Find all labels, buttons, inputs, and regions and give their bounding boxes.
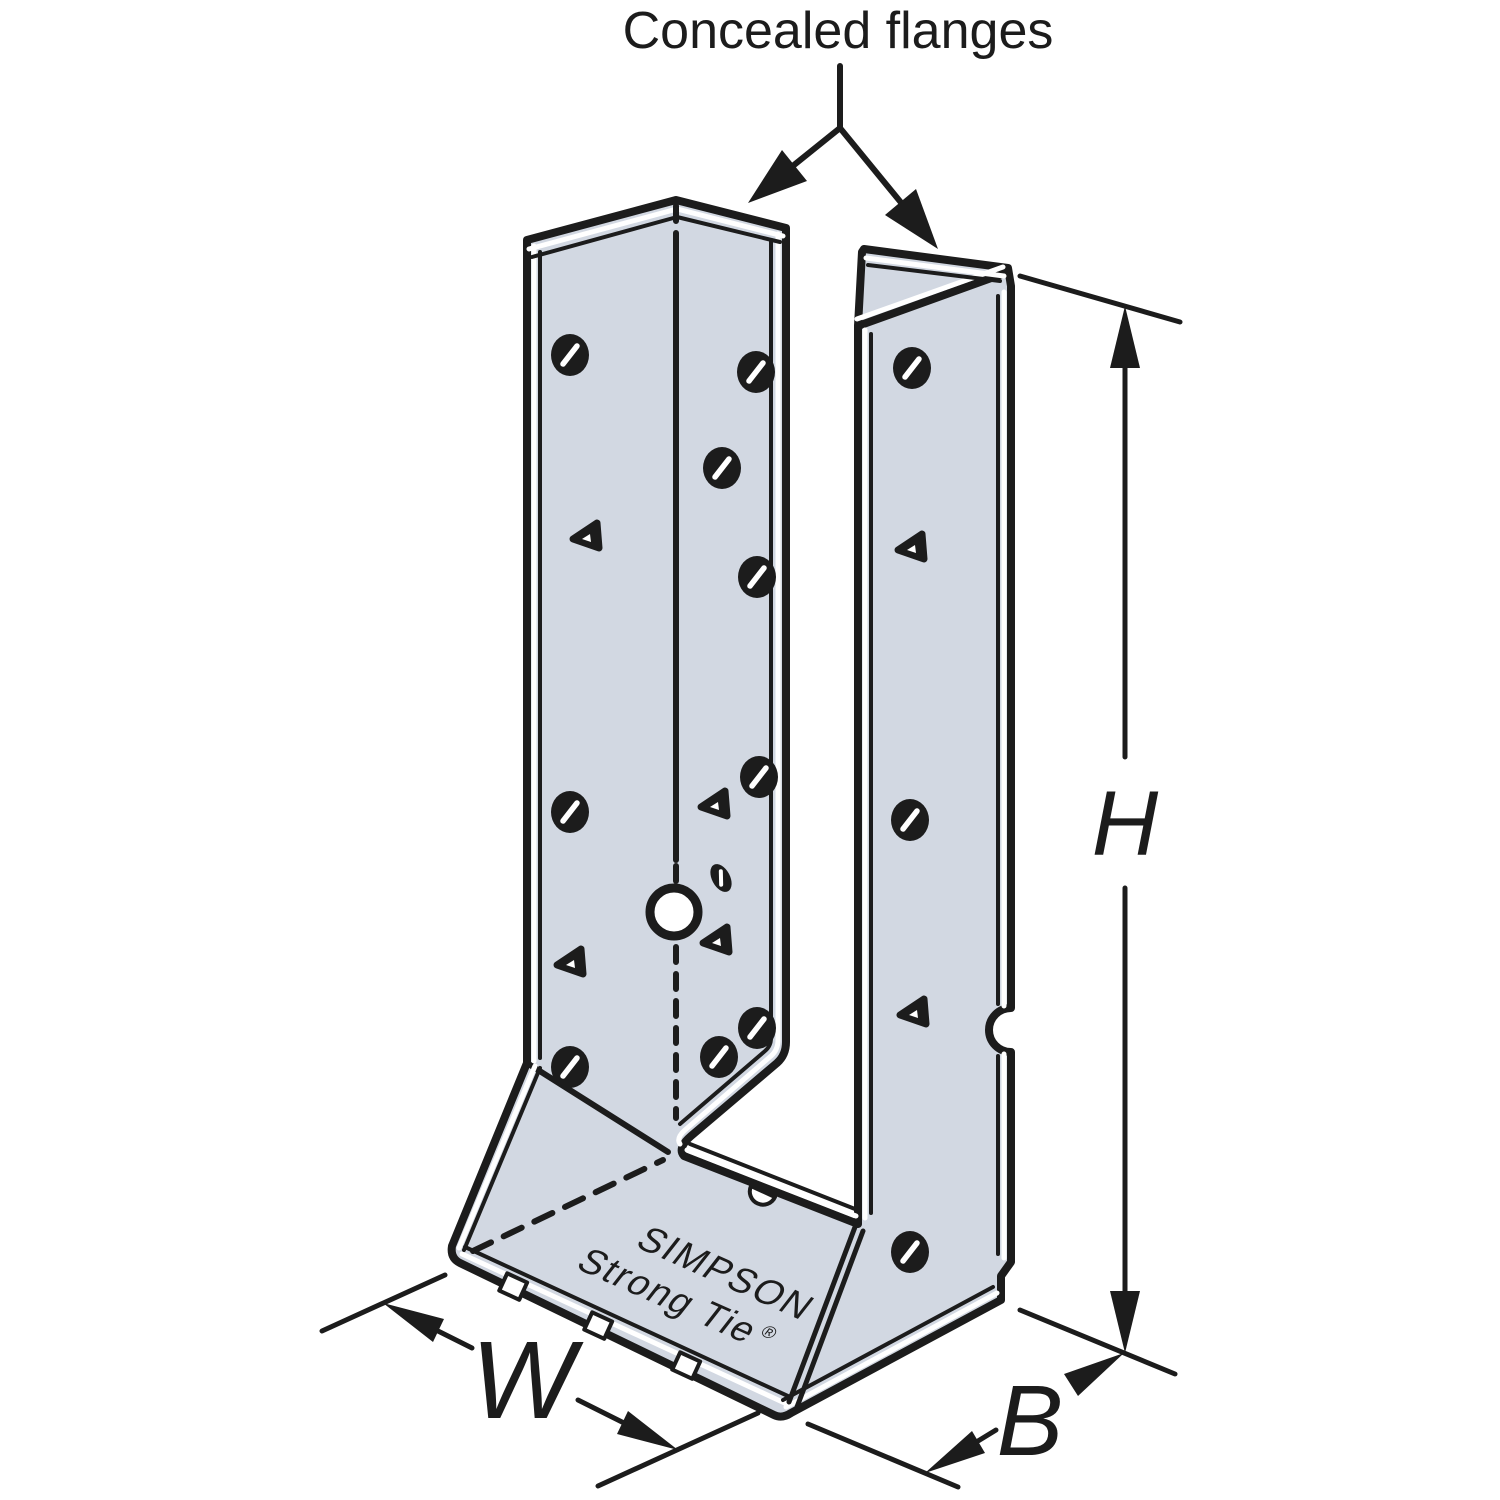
dim-b-line — [975, 1427, 999, 1444]
callout-leader — [791, 63, 906, 208]
dim-w-label: W — [471, 1319, 584, 1442]
inner-edge-lines — [462, 215, 1002, 1402]
dim-h-label: H — [1092, 773, 1159, 875]
dim-h-extension-line — [1017, 273, 1183, 325]
fastener-holes — [551, 334, 931, 1273]
centre-dome-hole — [645, 883, 703, 941]
dim-b-extension-lines — [805, 1307, 1178, 1490]
callout-arrowhead-right — [885, 189, 938, 249]
seat-fold-lines — [470, 1157, 866, 1410]
callout-arrowhead-left — [748, 150, 807, 203]
seat-apron-fold — [524, 1060, 671, 1155]
callout-label: Concealed flanges — [623, 2, 1054, 60]
seat-notches — [497, 1184, 777, 1381]
dimension-H: H — [1017, 273, 1183, 1353]
seat-back-notch — [747, 1184, 777, 1207]
concealed-flange-right — [854, 268, 1012, 330]
dim-w-extension-lines — [319, 1272, 761, 1489]
dimension-W: W — [319, 1272, 761, 1489]
dimension-B: B — [805, 1307, 1178, 1490]
dim-w-line — [433, 1327, 627, 1426]
hanger-drawing: SIMPSON Strong Tie® — [447, 196, 1015, 1421]
callout-concealed-flanges: Concealed flanges — [623, 2, 1054, 249]
dim-b-label: B — [997, 1365, 1064, 1477]
